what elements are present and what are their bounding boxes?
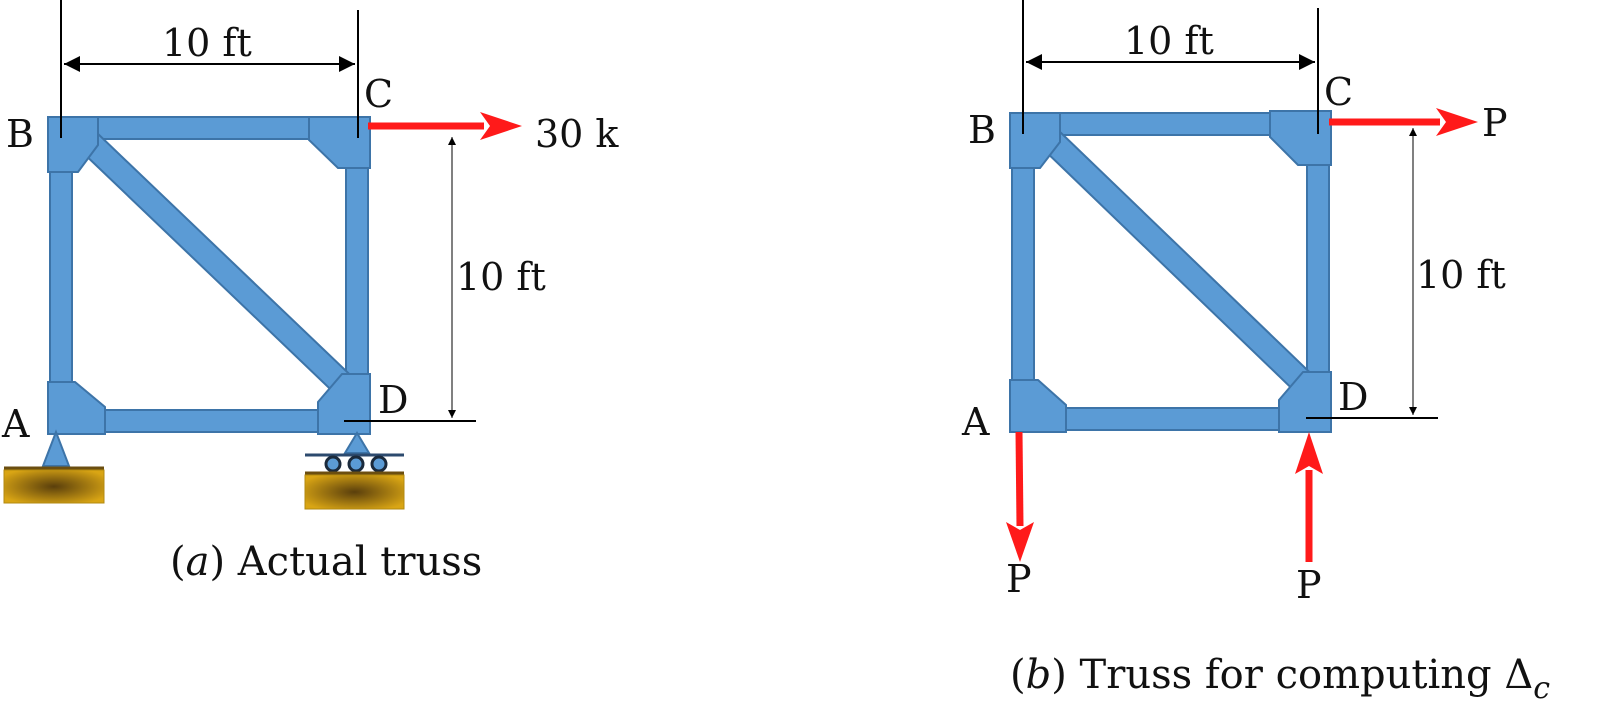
gusset-b-b: [1009, 112, 1061, 169]
load-label-a: 30 k: [535, 112, 619, 156]
gusset-a: [47, 381, 106, 435]
reaction-arrow-d-b: [1295, 432, 1323, 562]
width-label-b: 10 ft: [1124, 19, 1214, 63]
node-label-d: D: [378, 378, 408, 422]
dimension-width-a: [60, 0, 359, 138]
dimension-width-b: [1022, 0, 1319, 134]
node-label-b-b: B: [968, 108, 996, 152]
node-label-d-b: D: [1338, 375, 1368, 419]
node-label-b: B: [6, 112, 34, 156]
member-bd: [76, 130, 368, 408]
load-label-c-b: P: [1482, 101, 1508, 145]
load-label-d-b: P: [1296, 563, 1322, 607]
width-label-a: 10 ft: [162, 21, 252, 65]
node-label-a-b: A: [961, 400, 990, 444]
dimension-height-a: [344, 137, 476, 422]
roller-support-d: [304, 431, 405, 510]
truss-b: B C A D 10 ft 10 ft P P P (b) Truss for …: [961, 0, 1550, 706]
dimension-height-b: [1306, 128, 1438, 419]
load-arrow-c-b: [1329, 108, 1478, 136]
member-bd-b: [1038, 128, 1328, 406]
node-label-a: A: [1, 402, 30, 446]
pin-support-a: [3, 429, 105, 504]
caption-b: (b) Truss for computing Δc: [1010, 652, 1550, 706]
node-label-c: C: [364, 72, 393, 116]
load-arrow-c: [368, 112, 522, 140]
gusset-c: [308, 116, 371, 169]
load-label-a-b: P: [1006, 557, 1032, 601]
height-label-b: 10 ft: [1416, 253, 1506, 297]
reaction-arrow-a-b: [1006, 431, 1034, 562]
truss-a: B C A D 10 ft 10 ft 30 k (a) Actual trus…: [1, 0, 619, 585]
height-label-a: 10 ft: [456, 255, 546, 299]
gusset-b: [47, 116, 99, 173]
gusset-c-b: [1269, 110, 1332, 166]
caption-a: (a) Actual truss: [170, 539, 482, 585]
node-label-c-b: C: [1324, 70, 1353, 114]
gusset-d: [317, 373, 371, 435]
gusset-a-b: [1009, 379, 1067, 433]
